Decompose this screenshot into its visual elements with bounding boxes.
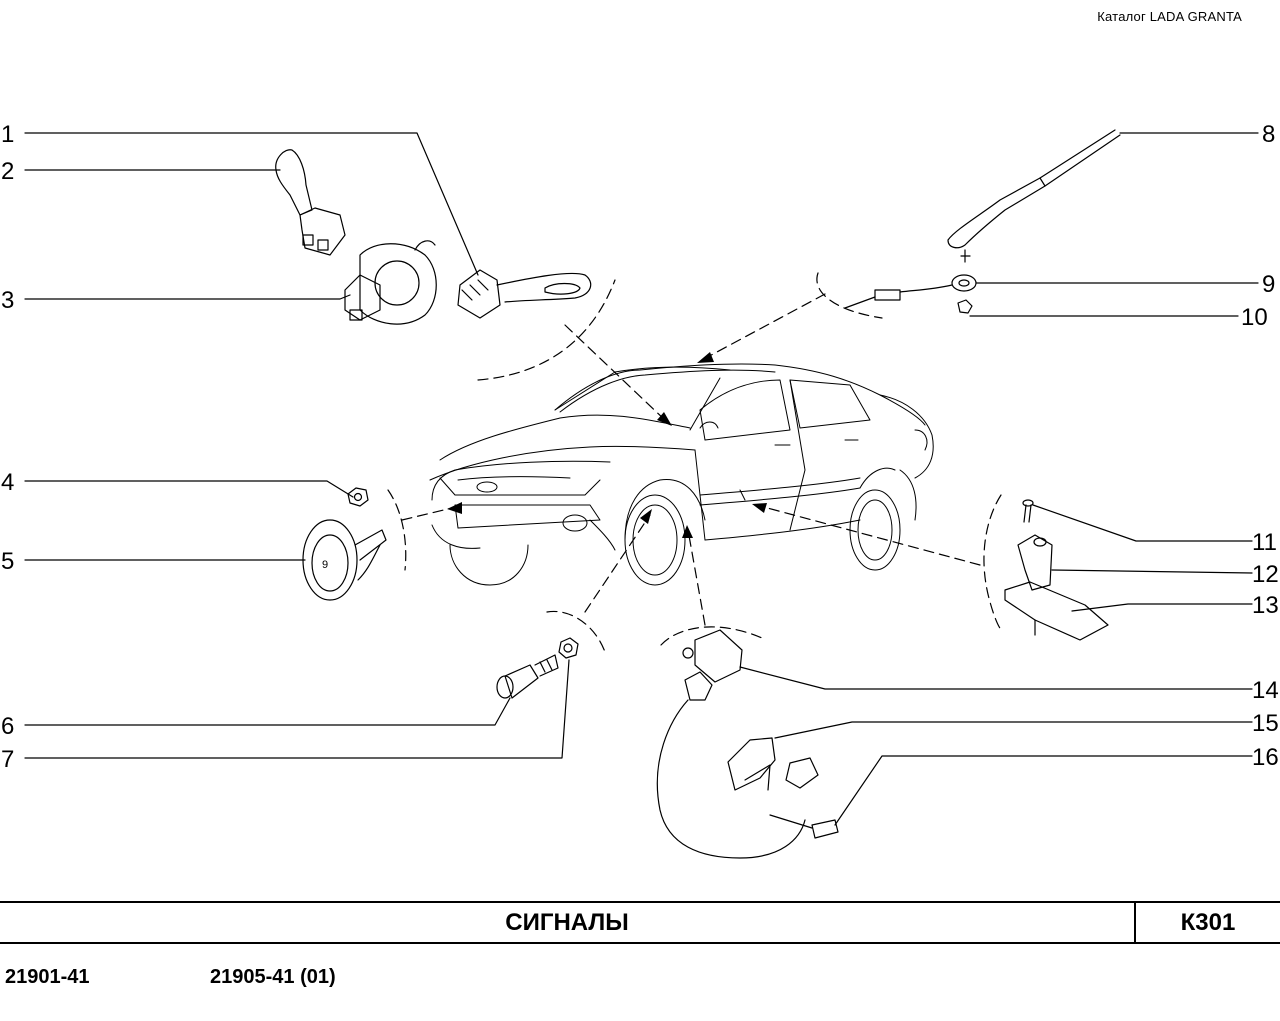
- callout-14: 14: [1252, 677, 1279, 704]
- trunk-switch-icon: [1017, 534, 1053, 591]
- lock-nut-icon: [558, 637, 579, 659]
- model-code-2: 21905-41 (01): [210, 966, 336, 988]
- footer-top-rule: [0, 901, 1280, 903]
- catalog-header: Каталог LADA GRANTA: [1097, 9, 1242, 24]
- callout-3: 3: [1, 287, 14, 314]
- antenna-icon: [947, 129, 1121, 263]
- model-code-1: 21901-41: [5, 966, 90, 988]
- connector-screw-icon: [769, 757, 839, 839]
- callout-6: 6: [1, 713, 14, 740]
- callout-11: 11: [1252, 529, 1277, 556]
- callout-9: 9: [1262, 271, 1275, 298]
- turn-signal-stalk-icon: [275, 149, 346, 256]
- callout-1: 1: [1, 121, 14, 148]
- small-nut-icon: [957, 299, 973, 314]
- screw-icon: [1022, 499, 1034, 523]
- svg-text:9: 9: [322, 559, 328, 571]
- footer-divider: [1134, 901, 1136, 944]
- wiring-harness-icon: [656, 629, 806, 859]
- callout-7: 7: [1, 746, 14, 773]
- callout-12: 12: [1252, 561, 1279, 588]
- stalk-switch-icon: [457, 269, 592, 319]
- callout-10: 10: [1241, 304, 1268, 331]
- dashed-connectors: [387, 272, 1003, 653]
- leader-lines: [24, 132, 1259, 826]
- sheet-title: СИГНАЛЫ: [505, 909, 629, 936]
- arrowheads: [447, 352, 767, 538]
- footer-bottom-rule: [0, 942, 1280, 944]
- bracket-icon: [1004, 581, 1109, 641]
- horn-icon: 9: [302, 519, 387, 601]
- car-outline-icon: [429, 363, 934, 586]
- clip-bracket-icon: [727, 737, 776, 791]
- steering-column-switch-icon: [344, 240, 437, 325]
- callout-13: 13: [1252, 592, 1279, 619]
- callout-5: 5: [1, 548, 14, 575]
- callout-8: 8: [1262, 121, 1275, 148]
- callout-numbers: 1 2 3 4 5 6 7 8 9 10 11 12 13 14 15 16: [1, 121, 1279, 773]
- nut-icon: [347, 487, 369, 507]
- sheet-code: К301: [1180, 909, 1236, 936]
- callout-16: 16: [1252, 744, 1279, 771]
- callout-15: 15: [1252, 710, 1279, 737]
- callout-2: 2: [1, 158, 14, 185]
- brake-light-switch-icon: [496, 654, 559, 699]
- antenna-base-icon: [844, 274, 977, 309]
- callout-4: 4: [1, 469, 14, 496]
